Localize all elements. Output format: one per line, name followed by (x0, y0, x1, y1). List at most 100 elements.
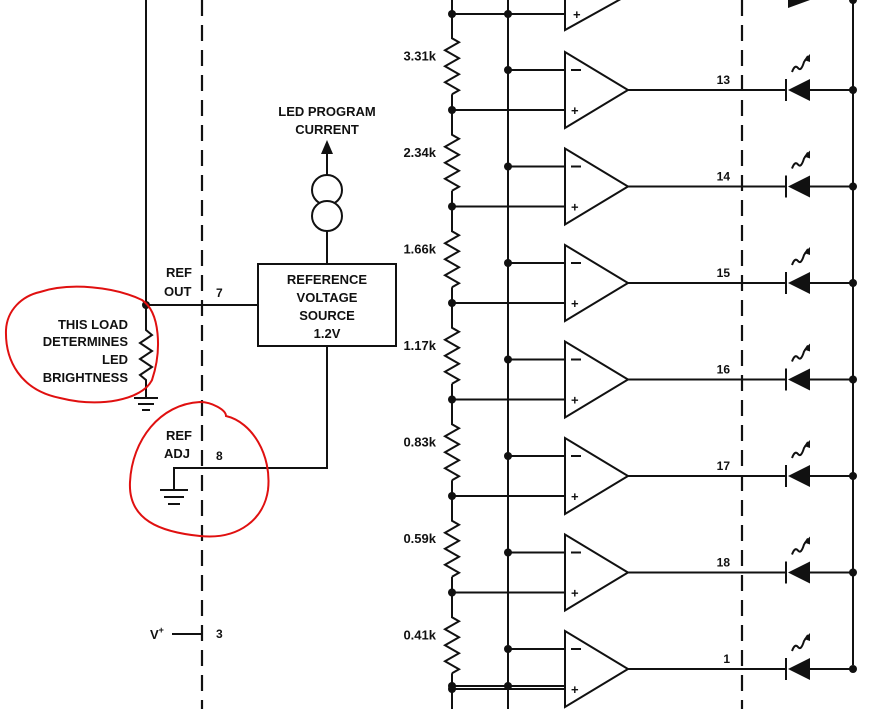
led-emission-arrowhead (804, 247, 810, 255)
comparator-plus-sign: + (573, 7, 581, 22)
output-pin-label: 17 (717, 459, 731, 473)
resistor-value-label: 1.66k (403, 241, 436, 256)
ref-adj-ground-symbol (160, 489, 188, 505)
led-6 (788, 561, 810, 584)
annotation-line-2: DETERMINES (43, 334, 129, 349)
ref-out-label-bottom: OUT (164, 284, 192, 299)
bus-node-dot (504, 10, 512, 18)
led-emission-arrowhead (804, 150, 810, 159)
resistor-value-label: 2.34k (403, 145, 436, 160)
resistor-value-label: 3.31k (403, 48, 436, 63)
resistor-value-label: 0.59k (403, 531, 436, 546)
bus-node-dot (504, 452, 512, 460)
led-5 (788, 465, 810, 487)
ref-adj-pin: 8 (216, 449, 223, 463)
led-emission-arrow (791, 151, 809, 169)
led-1 (788, 79, 810, 101)
ref-source-line-1: REFERENCE (287, 272, 368, 287)
output-pin-label: 13 (717, 73, 731, 87)
ref-source-line-2: VOLTAGE (297, 290, 358, 305)
ref-out-pin: 7 (216, 286, 223, 300)
ladder-resistor (442, 516, 462, 578)
bus-node-dot (504, 259, 512, 267)
resistor-ladder: 3.31k 2.34k 1.66k 1.17k 0.83k 0.59k 0.41k (403, 0, 854, 709)
led-emission-arrowhead (804, 536, 810, 545)
annotation-circle-load (4, 285, 159, 404)
bus-node-dot (504, 548, 512, 557)
ladder-node-dot (448, 299, 456, 307)
output-pin-label: 15 (717, 266, 731, 280)
led-rail-dot (849, 182, 857, 191)
ladder-node-dot (448, 10, 456, 18)
annotation-circle-ref-adj (128, 400, 270, 538)
led-emission-arrow (791, 441, 809, 459)
led-3 (788, 272, 810, 294)
led-emission-arrowhead (804, 54, 810, 62)
output-pin-label: 1 (723, 652, 730, 666)
ref-adj-label-top: REF (166, 428, 192, 443)
led-rail-dot (849, 86, 857, 94)
current-source-circle-bottom (311, 200, 343, 232)
led-emission-arrow (791, 634, 809, 652)
ladder-node-dot (448, 395, 456, 404)
program-current-line-2: CURRENT (295, 122, 359, 137)
led-emission-arrow (791, 537, 809, 555)
led-emission-arrowhead (804, 343, 810, 352)
supply-label: V+ (150, 625, 164, 642)
ladder-resistor (442, 34, 462, 96)
resistor-value-label: 1.17k (403, 338, 436, 353)
ref-source-line-3: SOURCE (299, 308, 355, 323)
annotation-line-3: LED (102, 352, 128, 367)
output-pin-label: 16 (717, 363, 731, 377)
comparator-partial-top (564, 0, 622, 32)
ladder-node-dot (448, 492, 456, 500)
resistor-value-label: 0.41k (403, 627, 436, 642)
annotation-line-1: THIS LOAD (58, 317, 128, 332)
ladder-node-dot (448, 588, 456, 597)
bus-node-dot (504, 645, 512, 653)
led-partial-top (788, 0, 810, 8)
led-rail-dot (849, 375, 857, 384)
output-pin-label: 18 (717, 556, 731, 570)
ladder-resistor (442, 323, 462, 385)
led-4 (788, 368, 810, 391)
resistor-value-label: 0.83k (403, 434, 436, 449)
bus-node-dot (504, 66, 512, 74)
comparator-plus-sign: + (571, 103, 579, 118)
comparator-plus-sign: + (571, 200, 579, 215)
led-rail-dot (849, 0, 857, 4)
ladder-resistor (442, 130, 462, 192)
led-emission-arrow (791, 344, 809, 362)
ladder-node-dot (448, 682, 456, 690)
led-rail-dot (849, 279, 857, 287)
bus-node-dot (504, 355, 512, 364)
comparator-plus-sign: + (571, 586, 579, 601)
comparator-array: + +13 +14 +15 +16 +17 +18 +1 (448, 0, 857, 709)
comparator-plus-sign: + (571, 296, 579, 311)
led-rail-dot (849, 472, 857, 480)
comparator-plus-sign: + (571, 393, 579, 408)
led-2 (788, 175, 810, 198)
bus-node-dot (504, 682, 512, 690)
ref-source-line-4: 1.2V (314, 326, 341, 341)
ref-adj-label-bottom: ADJ (164, 446, 190, 461)
led-emission-arrowhead (804, 633, 810, 641)
load-ground-symbol (134, 397, 158, 411)
program-current-line-1: LED PROGRAM (278, 104, 376, 119)
comparator-plus-sign: + (571, 682, 579, 697)
ref-adj-ground-wire (173, 467, 202, 490)
led-emission-arrow (791, 248, 809, 266)
ladder-resistor (442, 227, 462, 289)
led-emission-arrowhead (804, 440, 810, 448)
annotation-line-4: BRIGHTNESS (43, 370, 129, 385)
program-current-arrow (321, 140, 333, 154)
led-emission-arrow (791, 55, 809, 73)
output-pin-label: 14 (717, 170, 731, 184)
supply-pin: 3 (216, 627, 223, 641)
led-rail-dot (849, 568, 857, 577)
comparator-plus-sign: + (571, 489, 579, 504)
ladder-resistor (442, 613, 462, 675)
ref-out-label-top: REF (166, 265, 192, 280)
led-rail-dot (849, 665, 857, 673)
